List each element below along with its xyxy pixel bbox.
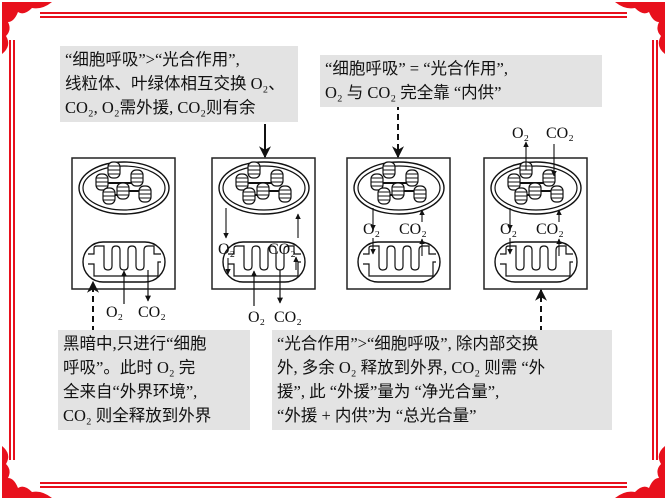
cell-photosynthesis-greater: O₂ CO₂ O₂ CO₂ <box>484 125 587 289</box>
o2-label: O₂ <box>500 221 517 238</box>
o2-label: O₂ <box>363 221 380 238</box>
cell-dark: O₂ CO₂ <box>72 158 175 321</box>
annotation-line: “细胞呼吸”>“光合作用”, <box>65 50 240 69</box>
co2-label: CO₂ <box>399 221 427 238</box>
co2-label: CO₂ <box>546 125 574 142</box>
annotation-line: “外援 + 内供”为 “总光合量” <box>277 406 477 425</box>
co2-label: CO₂ <box>138 304 166 321</box>
annotation-line: 援”, 此 “外援”量为 “净光合量”, <box>277 382 500 401</box>
annotation-line: 线粒体、叶绿体相互交换 O₂、 <box>65 74 285 93</box>
co2-label: CO₂ <box>274 309 302 326</box>
annotation-line: CO₂, O₂需外援, CO₂则有余 <box>65 98 256 117</box>
co2-label: CO₂ <box>536 221 564 238</box>
cell-equal: O₂ CO₂ <box>347 158 450 289</box>
annotation-line: 外, 多余 O₂ 释放到外界, CO₂ 则需 “外 <box>277 358 546 377</box>
annotation-photosynthesis-greater: “光合作用”>“细胞呼吸”, 除内部交换 外, 多余 O₂ 释放到外界, CO₂… <box>272 330 612 430</box>
o2-label: O₂ <box>248 309 265 326</box>
annotation-respiration-greater: “细胞呼吸”>“光合作用”, 线粒体、叶绿体相互交换 O₂、 CO₂, O₂需外… <box>60 46 298 122</box>
annotation-line: “细胞呼吸” = “光合作用”, <box>325 59 508 78</box>
cell-respiration-greater: O₂ CO₂ O₂ CO₂ <box>212 158 315 326</box>
annotation-equal: “细胞呼吸” = “光合作用”, O₂ 与 CO₂ 完全靠 “内供” <box>320 55 602 107</box>
annotation-line: 全来自“外界环境”, <box>63 382 198 401</box>
o2-label: O₂ <box>512 125 529 142</box>
o2-label: O₂ <box>218 241 235 258</box>
annotation-dark: 黑暗中,只进行“细胞 呼吸”。此时 O₂ 完 全来自“外界环境”, CO₂ 则全… <box>58 330 250 430</box>
annotation-line: 呼吸”。此时 O₂ 完 <box>63 358 196 377</box>
co2-label: CO₂ <box>268 241 296 258</box>
annotation-line: O₂ 与 CO₂ 完全靠 “内供” <box>325 83 502 102</box>
annotation-line: “光合作用”>“细胞呼吸”, 除内部交换 <box>277 334 539 353</box>
annotation-line: 黑暗中,只进行“细胞 <box>63 334 207 353</box>
o2-label: O₂ <box>106 304 123 321</box>
annotation-line: CO₂ 则全释放到外界 <box>63 406 212 425</box>
